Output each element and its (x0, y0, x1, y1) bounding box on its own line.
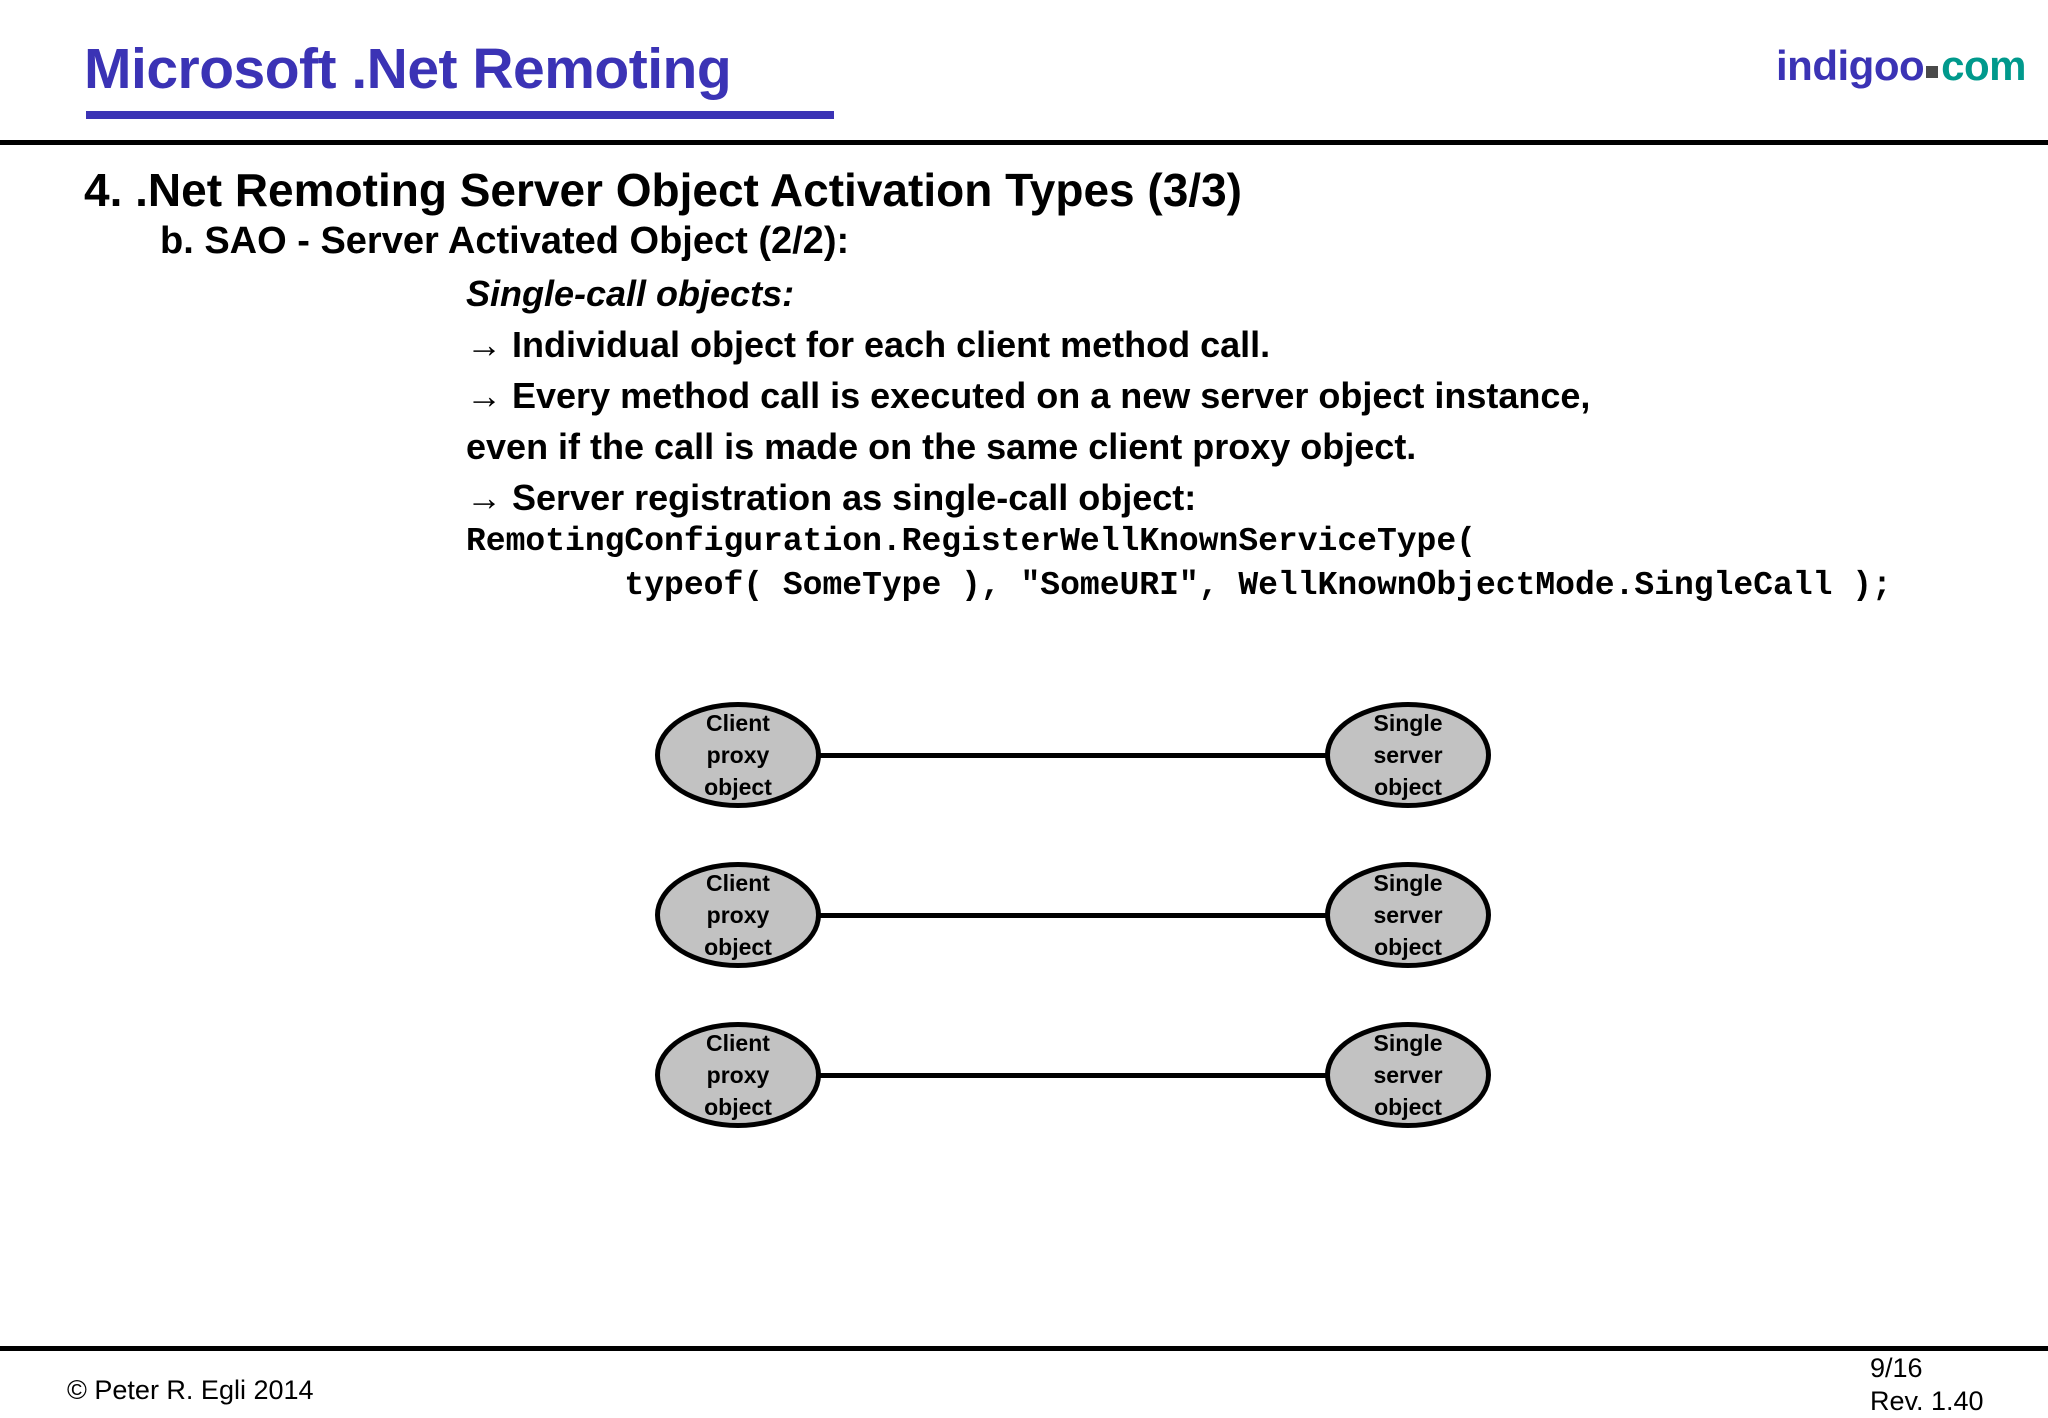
node-pair-row: Client proxy object Single server object (0, 1010, 2048, 1140)
node-label-line: object (704, 774, 772, 800)
page-number: 9/16 (1870, 1353, 1923, 1383)
client-proxy-object-node[interactable]: Client proxy object (655, 862, 821, 968)
page-meta: 9/16 Rev. 1.40 (1870, 1352, 2030, 1418)
slide-title: Microsoft .Net Remoting (84, 37, 732, 101)
brand-logo: indigoo com (1776, 42, 2026, 90)
footer-divider (0, 1346, 2048, 1351)
code-line: typeof( SomeType ), "SomeURI", WellKnown… (466, 567, 1892, 604)
node-label-line: object (1374, 934, 1442, 960)
body-line: →Every method call is executed on a new … (466, 370, 2026, 421)
node-label-line: Single (1373, 710, 1443, 736)
code-line: RemotingConfiguration.RegisterWellKnownS… (466, 523, 1476, 560)
node-label-line: object (1374, 1094, 1442, 1120)
node-label-line: Client (706, 870, 770, 896)
node-label-line: object (704, 1094, 772, 1120)
right-arrow-icon: → (466, 375, 502, 416)
body-line-text: Every method call is executed on a new s… (512, 375, 1591, 416)
brand-dot-icon (1926, 66, 1939, 78)
connector-line (818, 1073, 1336, 1078)
node-label-line: proxy (706, 742, 770, 768)
connector-line (818, 913, 1336, 918)
body-line-text: Individual object for each client method… (512, 324, 1271, 365)
slide-header: Microsoft .Net Remoting indigoo com (0, 0, 2048, 142)
node-label-line: proxy (706, 1062, 770, 1088)
node-label-line: Client (706, 710, 770, 736)
body-line: Single-call objects: (466, 268, 2026, 319)
node-label-line: Client (706, 1030, 770, 1056)
body-line: →Server registration as single-call obje… (466, 472, 2026, 523)
node-label-line: Single (1373, 870, 1443, 896)
node-pair-row: Client proxy object Single server object (0, 850, 2048, 980)
body-line-text: Single-call objects: (466, 273, 795, 314)
node-label-line: server (1373, 902, 1443, 928)
client-proxy-object-node[interactable]: Client proxy object (655, 1022, 821, 1128)
copyright-notice: © Peter R. Egli 2014 (67, 1375, 314, 1405)
body-text-block: Single-call objects:→Individual object f… (466, 268, 2026, 523)
header-divider (0, 140, 2048, 145)
single-server-object-node[interactable]: Single server object (1325, 1022, 1491, 1128)
client-proxy-object-node[interactable]: Client proxy object (655, 702, 821, 808)
node-pair-row: Client proxy object Single server object (0, 690, 2048, 820)
body-line: →Individual object for each client metho… (466, 319, 2026, 370)
title-underline (86, 111, 834, 119)
node-label-line: server (1373, 1062, 1443, 1088)
single-server-object-node[interactable]: Single server object (1325, 862, 1491, 968)
revision-label: Rev. 1.40 (1870, 1386, 1984, 1416)
node-label-line: Single (1373, 1030, 1443, 1056)
right-arrow-icon: → (466, 324, 502, 365)
brand-name: indigoo (1776, 42, 1925, 89)
slide-content: 4. .Net Remoting Server Object Activatio… (0, 145, 2048, 1340)
node-label-line: proxy (706, 902, 770, 928)
body-line: even if the call is made on the same cli… (466, 421, 2026, 472)
right-arrow-icon: → (466, 477, 502, 518)
body-line-text: Server registration as single-call objec… (512, 477, 1197, 518)
node-label-line: object (704, 934, 772, 960)
single-server-object-node[interactable]: Single server object (1325, 702, 1491, 808)
section-heading: 4. .Net Remoting Server Object Activatio… (84, 164, 1242, 216)
brand-tld: com (1941, 42, 2026, 89)
node-label-line: object (1374, 774, 1442, 800)
connector-line (818, 753, 1336, 758)
body-line-text: even if the call is made on the same cli… (466, 426, 1417, 467)
subsection-heading: b. SAO - Server Activated Object (2/2): (160, 220, 850, 262)
node-label-line: server (1373, 742, 1443, 768)
code-block: RemotingConfiguration.RegisterWellKnownS… (466, 520, 2036, 608)
